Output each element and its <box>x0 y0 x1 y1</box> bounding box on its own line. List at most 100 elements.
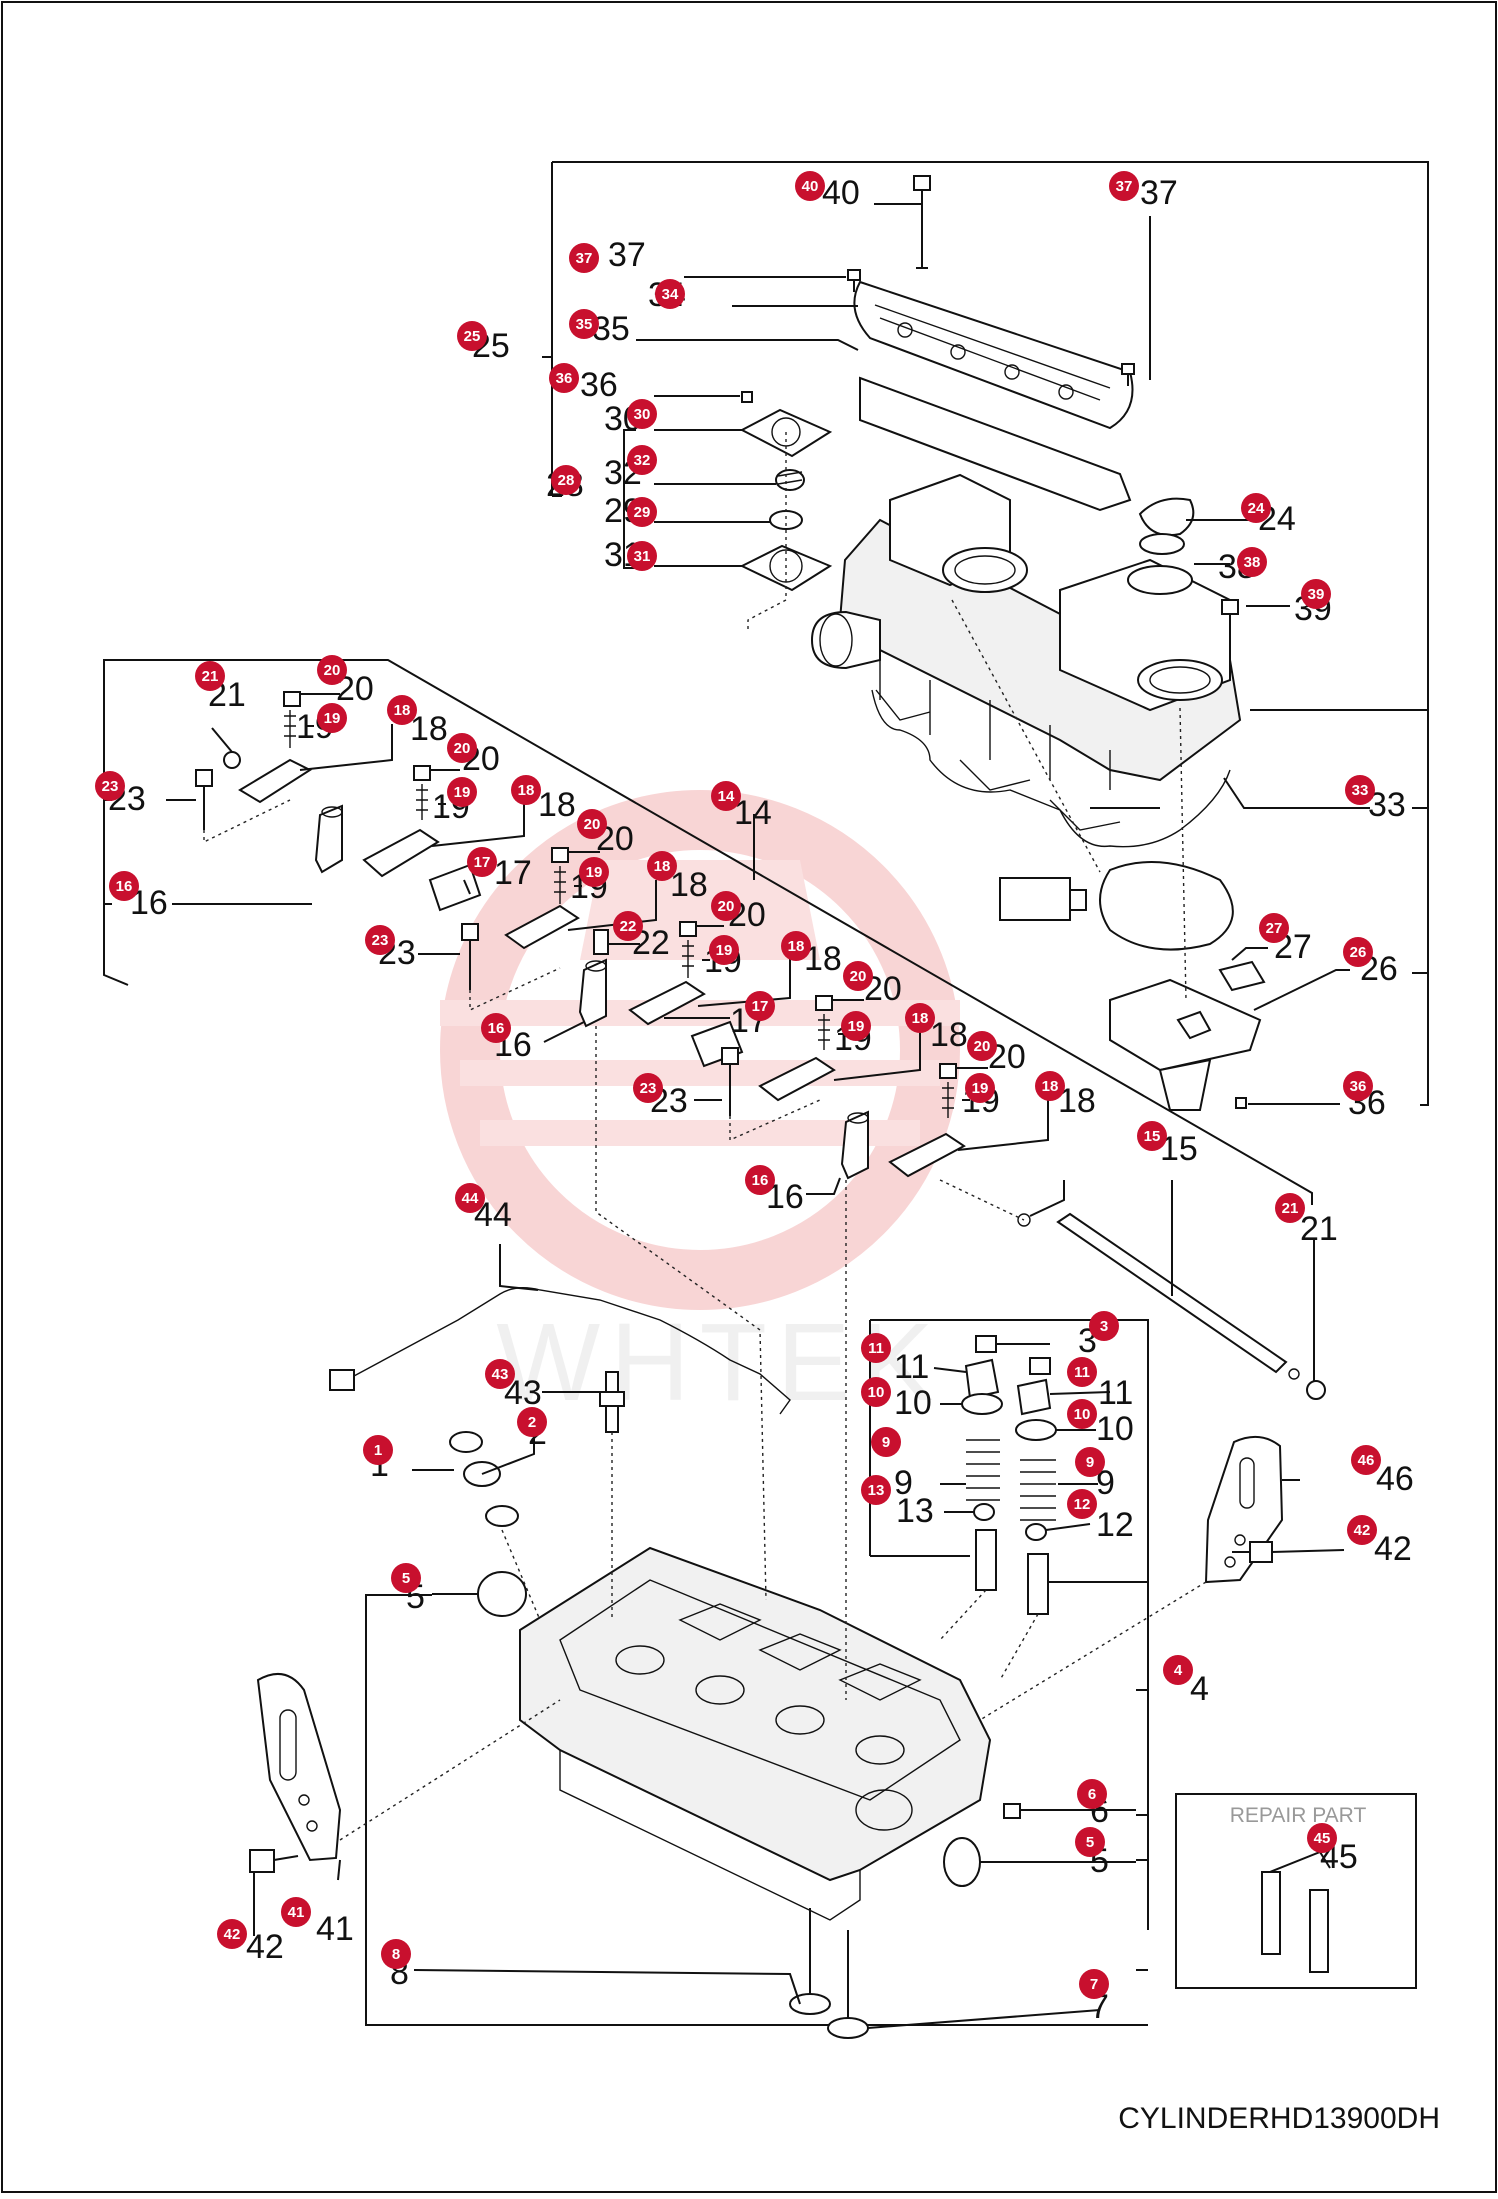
callout-badge-number: 25 <box>464 328 481 345</box>
sealant-tube-part <box>999 877 1071 921</box>
callout-badge-number: 18 <box>788 938 805 955</box>
callout-badge <box>1109 171 1139 201</box>
callout-badge <box>317 703 347 733</box>
callout-badge-number: 18 <box>394 702 411 719</box>
callout-badge-number: 44 <box>462 1190 479 1207</box>
callout-9a: 99 <box>871 1427 913 1502</box>
callout-badge <box>387 695 417 725</box>
callout-badge <box>1275 1193 1305 1223</box>
callout-8: 88 <box>381 1939 411 1992</box>
callout-badge-number: 21 <box>1282 1200 1299 1217</box>
callout-badge <box>391 1563 421 1593</box>
callout-badge <box>457 321 487 351</box>
callout-badge <box>861 1377 891 1407</box>
callout-badge-number: 4 <box>1174 1662 1183 1679</box>
callout-badge-number: 16 <box>752 1172 769 1189</box>
callout-badge <box>1089 1311 1119 1341</box>
callout-badge-number: 45 <box>1314 1830 1331 1847</box>
callout-badge-number: 22 <box>620 918 637 935</box>
callout-badge <box>745 1165 775 1195</box>
callout-badge <box>965 1073 995 1103</box>
callout-badge <box>485 1359 515 1389</box>
callout-badge-number: 9 <box>1086 1454 1094 1471</box>
callout-badge-number: 39 <box>1308 586 1325 603</box>
callout-badge <box>905 1003 935 1033</box>
callout-6: 66 <box>1077 1779 1109 1830</box>
callout-label: 37 <box>608 236 646 274</box>
bolt-40-part <box>913 175 931 269</box>
callout-badge <box>1077 1779 1107 1809</box>
callout-badge-number: 20 <box>974 1038 991 1055</box>
callout-label: 42 <box>246 1928 284 1966</box>
callout-label: 9 <box>1096 1464 1115 1502</box>
callout-badge <box>1067 1399 1097 1429</box>
callout-4: 44 <box>1163 1655 1209 1708</box>
repair-part-title: REPAIR PART <box>1230 1804 1367 1827</box>
callout-7: 77 <box>1079 1969 1109 2026</box>
callout-badge-number: 36 <box>556 370 573 387</box>
cylinder-head-part <box>519 1546 992 1921</box>
callout-badge <box>627 445 657 475</box>
callout-badge <box>1067 1489 1097 1519</box>
callout-badge-number: 1 <box>374 1442 382 1459</box>
callout-badge-number: 17 <box>474 854 491 871</box>
callout-badge-number: 31 <box>634 548 651 565</box>
callout-label: 10 <box>894 1384 932 1422</box>
callout-badge <box>1075 1447 1105 1477</box>
callout-badge <box>1301 579 1331 609</box>
callout-badge-number: 23 <box>372 932 389 949</box>
callout-badge-number: 33 <box>1352 782 1369 799</box>
callout-badge-number: 46 <box>1358 1452 1375 1469</box>
callout-badge <box>109 871 139 901</box>
callout-badge <box>95 771 125 801</box>
callout-badge <box>551 465 581 495</box>
callout-badge-number: 16 <box>116 878 133 895</box>
callout-label: 10 <box>1096 1410 1134 1448</box>
callout-badge-number: 24 <box>1248 500 1265 517</box>
watermark: WHTEK <box>440 790 960 1424</box>
callout-badge-number: 19 <box>848 1018 865 1035</box>
callout-28: 2828 <box>546 465 584 504</box>
callout-badge-number: 27 <box>1266 920 1283 937</box>
callout-badge-number: 19 <box>716 942 733 959</box>
callout-layer: 4040373737373434252535353636303032322828… <box>95 171 1414 2026</box>
callout-badge-number: 40 <box>802 178 819 195</box>
callout-label: 17 <box>494 854 532 892</box>
callout-badge <box>627 497 657 527</box>
callout-label: 18 <box>410 710 448 748</box>
callout-label: 41 <box>316 1910 354 1948</box>
callout-badge-number: 13 <box>868 1482 885 1499</box>
callout-badge-number: 36 <box>1350 1078 1367 1095</box>
callout-badge <box>655 279 685 309</box>
callout-badge <box>569 243 599 273</box>
callout-badge <box>711 891 741 921</box>
callout-badge-number: 3 <box>1100 1318 1108 1335</box>
callout-badge <box>843 961 873 991</box>
callout-badge <box>1079 1969 1109 1999</box>
